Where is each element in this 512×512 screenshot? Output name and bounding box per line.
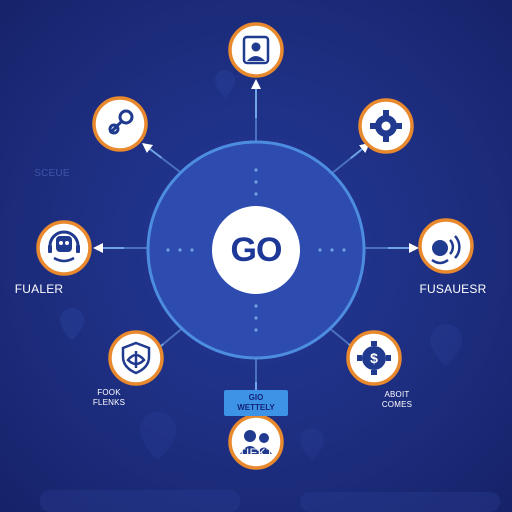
shield-leaf-icon (121, 341, 151, 375)
info-badge[interactable]: GIO WETTELY (224, 390, 288, 416)
node-left[interactable] (36, 220, 92, 276)
node-top-right[interactable] (358, 98, 414, 154)
users-icon (240, 430, 272, 454)
svg-text:$: $ (370, 350, 378, 366)
background-decoration (40, 70, 500, 512)
node-right-label: FUSAUESR (419, 282, 487, 296)
node-bottom-left-label-line2: FLENKS (92, 398, 126, 407)
signal-headset-icon (431, 235, 461, 265)
node-left-label: FUALER (14, 282, 64, 296)
node-top[interactable] (228, 22, 284, 78)
node-bottom-left-label-line1: FOOK (97, 388, 121, 397)
gear-dollar-icon: $ (357, 341, 391, 375)
node-top-left[interactable] (92, 96, 148, 152)
node-bottom-right-label-line2: COMES (381, 400, 413, 409)
wrench-link-icon (108, 109, 134, 135)
node-bottom[interactable] (228, 414, 284, 470)
gear-icon (370, 110, 402, 142)
badge-line1: GIO (248, 393, 264, 402)
user-badge-icon (242, 35, 270, 65)
node-bottom-right-label-line1: ABOIT (384, 390, 410, 399)
node-right[interactable] (418, 218, 474, 274)
hub-label: GO (230, 231, 283, 269)
central-hub (124, 118, 388, 382)
badge-line2: WETTELY (237, 403, 275, 412)
node-bottom-left[interactable] (108, 330, 164, 386)
node-bottom-label: TIEKT (238, 446, 274, 460)
node-bottom-right[interactable]: $ (346, 330, 402, 386)
faint-background-label: SCEUE (34, 168, 70, 179)
robot-face-icon (48, 230, 80, 263)
